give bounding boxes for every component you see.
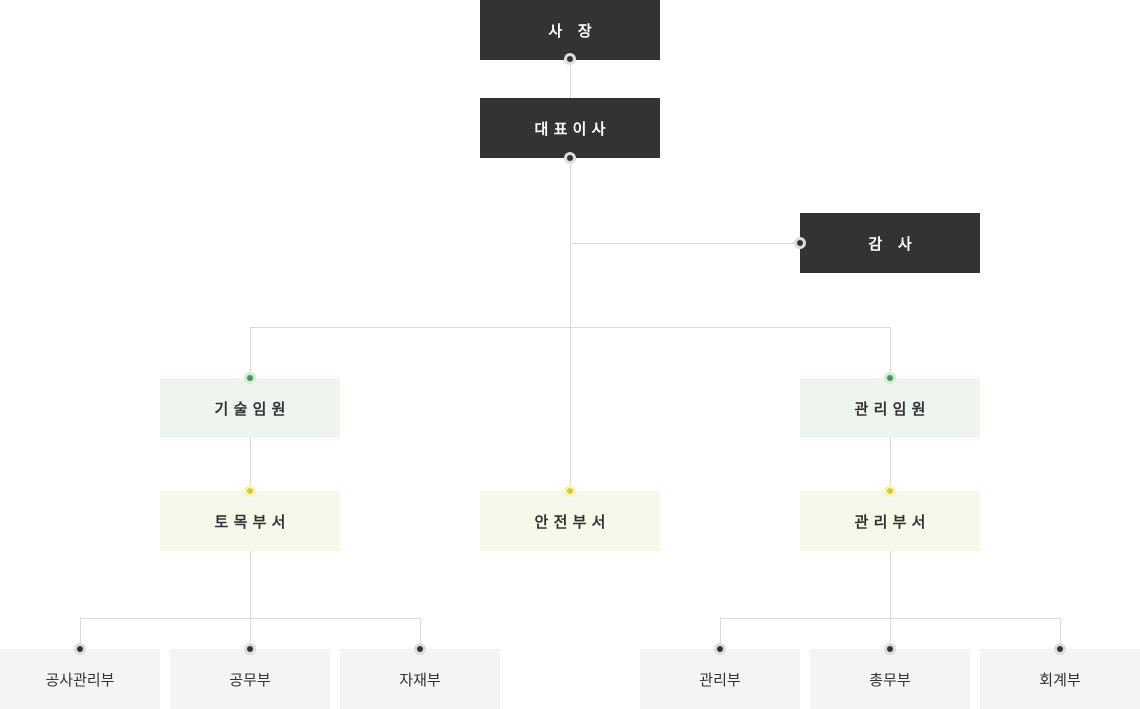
connector-dot-management-exec bbox=[884, 372, 896, 384]
connector-dot-president bbox=[564, 53, 576, 65]
connector-dot-civil-dept bbox=[244, 485, 256, 497]
team-construction-mgmt-label: 공사관리부 bbox=[45, 670, 115, 689]
connector-team-6 bbox=[1060, 618, 1061, 649]
connector-tech-exec bbox=[250, 327, 251, 378]
team-accounting-box: 회계부 bbox=[980, 649, 1140, 709]
auditor-box: 감 사 bbox=[800, 213, 980, 273]
team-construction-mgmt-box: 공사관리부 bbox=[0, 649, 160, 709]
connector-auditor bbox=[570, 243, 800, 244]
civil-dept-box: 토목부서 bbox=[160, 491, 340, 551]
ceo-box: 대표이사 bbox=[480, 98, 660, 158]
connector-tech-civil bbox=[250, 438, 251, 491]
connector-dot-team-construction-mgmt bbox=[74, 643, 86, 655]
team-management-box: 관리부 bbox=[640, 649, 800, 709]
auditor-label: 감 사 bbox=[868, 234, 917, 253]
safety-dept-box: 안전부서 bbox=[480, 491, 660, 551]
connector-dot-ceo bbox=[564, 152, 576, 164]
connector-dot-team-accounting bbox=[1054, 643, 1066, 655]
technical-exec-box: 기술임원 bbox=[160, 378, 340, 438]
connector-mgmt-exec bbox=[890, 327, 891, 378]
connector-team-3 bbox=[420, 618, 421, 649]
connector-president-ceo bbox=[570, 60, 571, 98]
team-management-label: 관리부 bbox=[699, 670, 741, 689]
connector-dot-team-materials bbox=[414, 643, 426, 655]
team-works-label: 공무부 bbox=[229, 670, 271, 689]
connector-civil-teams bbox=[80, 618, 421, 619]
management-exec-box: 관리임원 bbox=[800, 378, 980, 438]
admin-dept-box: 관리부서 bbox=[800, 491, 980, 551]
safety-dept-label: 안전부서 bbox=[534, 512, 611, 531]
team-materials-box: 자재부 bbox=[340, 649, 500, 709]
ceo-label: 대표이사 bbox=[534, 119, 611, 138]
connector-dot-team-general-affairs bbox=[884, 643, 896, 655]
connector-dot-team-management bbox=[714, 643, 726, 655]
admin-dept-label: 관리부서 bbox=[854, 512, 931, 531]
connector-admin-teams bbox=[720, 618, 1061, 619]
team-general-affairs-box: 총무부 bbox=[810, 649, 970, 709]
civil-dept-label: 토목부서 bbox=[214, 512, 291, 531]
president-box: 사 장 bbox=[480, 0, 660, 60]
connector-civil-down bbox=[250, 551, 251, 649]
president-label: 사 장 bbox=[548, 21, 597, 40]
connector-dot-admin-dept bbox=[884, 485, 896, 497]
connector-exec-horizontal bbox=[250, 327, 891, 328]
connector-ceo-trunk bbox=[570, 158, 571, 491]
connector-team-1 bbox=[80, 618, 81, 649]
connector-dot-team-works bbox=[244, 643, 256, 655]
team-materials-label: 자재부 bbox=[399, 670, 441, 689]
connector-team-4 bbox=[720, 618, 721, 649]
team-works-box: 공무부 bbox=[170, 649, 330, 709]
team-general-affairs-label: 총무부 bbox=[869, 670, 911, 689]
connector-dot-safety-dept bbox=[564, 485, 576, 497]
team-accounting-label: 회계부 bbox=[1039, 670, 1081, 689]
technical-exec-label: 기술임원 bbox=[214, 399, 291, 418]
connector-admin-down bbox=[890, 551, 891, 649]
management-exec-label: 관리임원 bbox=[854, 399, 931, 418]
connector-mgmt-admin bbox=[890, 438, 891, 491]
connector-dot-technical-exec bbox=[244, 372, 256, 384]
connector-dot-auditor bbox=[794, 237, 806, 249]
